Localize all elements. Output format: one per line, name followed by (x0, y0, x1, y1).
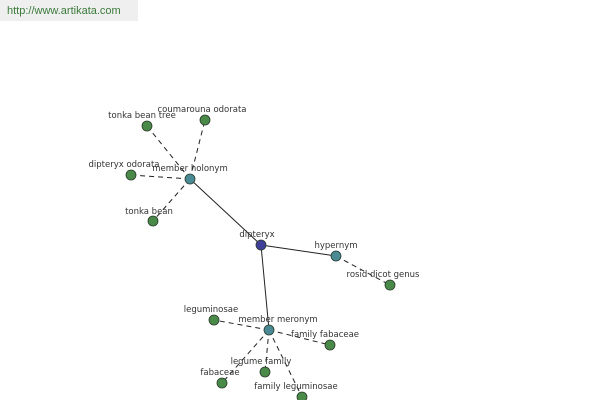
label-member-holonym[interactable]: member holonym (152, 164, 227, 174)
label-dipteryx[interactable]: dipteryx (239, 230, 274, 240)
edge-member-meronym-to-leguminosae (213, 319, 270, 331)
node-member-holonym[interactable] (184, 173, 196, 185)
node-dipteryx[interactable] (255, 239, 267, 251)
node-rosid-dicot-genus[interactable] (384, 279, 396, 291)
url-bar: http://www.artikata.com (0, 0, 138, 21)
node-member-meronym[interactable] (263, 324, 275, 336)
edge-dipteryx-to-hypernym (260, 244, 337, 257)
graph-labels: dipteryx member holonym hypernym member mer… (88, 105, 420, 392)
label-family-leguminosae[interactable]: family leguminosae (254, 382, 337, 392)
node-coumarouna-odorata[interactable] (199, 114, 211, 126)
edge-member-meronym-to-family-leguminosae (268, 329, 303, 398)
label-rosid-dicot-genus[interactable]: rosid dicot genus (347, 270, 420, 280)
label-family-fabaceae[interactable]: family fabaceae (291, 330, 359, 340)
node-family-fabaceae[interactable] (324, 339, 336, 351)
label-member-meronym[interactable]: member meronym (238, 315, 317, 325)
edge-member-meronym-to-fabaceae (221, 329, 270, 384)
label-coumarouna-odorata[interactable]: coumarouna odorata (158, 105, 247, 115)
graph-nodes (125, 114, 396, 400)
edge-member-holonym-to-coumarouna-odorata (189, 119, 206, 180)
label-leguminosae[interactable]: leguminosae (184, 305, 238, 315)
label-fabaceae[interactable]: fabaceae (200, 368, 239, 378)
node-dipteryx-odorata[interactable] (125, 169, 137, 181)
edge-hypernym-to-rosid-dicot-genus (335, 255, 391, 286)
node-tonka-bean[interactable] (147, 215, 159, 227)
label-legume-family[interactable]: legume family (231, 357, 292, 367)
label-tonka-bean-tree[interactable]: tonka bean tree (108, 111, 176, 121)
edge-member-holonym-to-tonka-bean-tree (146, 125, 191, 180)
node-leguminosae[interactable] (208, 314, 220, 326)
edge-member-holonym-to-tonka-bean (152, 178, 191, 222)
node-legume-family[interactable] (259, 366, 271, 378)
edge-member-meronym-to-family-fabaceae (268, 329, 331, 346)
node-fabaceae[interactable] (216, 377, 228, 389)
site-url-link[interactable]: http://www.artikata.com (7, 5, 121, 17)
node-hypernym[interactable] (330, 250, 342, 262)
edge-dipteryx-to-member-holonym (189, 178, 262, 246)
node-tonka-bean-tree[interactable] (141, 120, 153, 132)
label-dipteryx-odorata[interactable]: dipteryx odorata (88, 160, 159, 170)
node-family-leguminosae[interactable] (296, 391, 308, 400)
edge-member-holonym-to-dipteryx-odorata (130, 174, 191, 180)
edge-member-meronym-to-legume-family (264, 329, 270, 373)
graph-edges (130, 119, 391, 398)
edge-dipteryx-to-member-meronym (260, 244, 270, 331)
label-hypernym[interactable]: hypernym (314, 241, 357, 251)
label-tonka-bean[interactable]: tonka bean (125, 207, 173, 217)
